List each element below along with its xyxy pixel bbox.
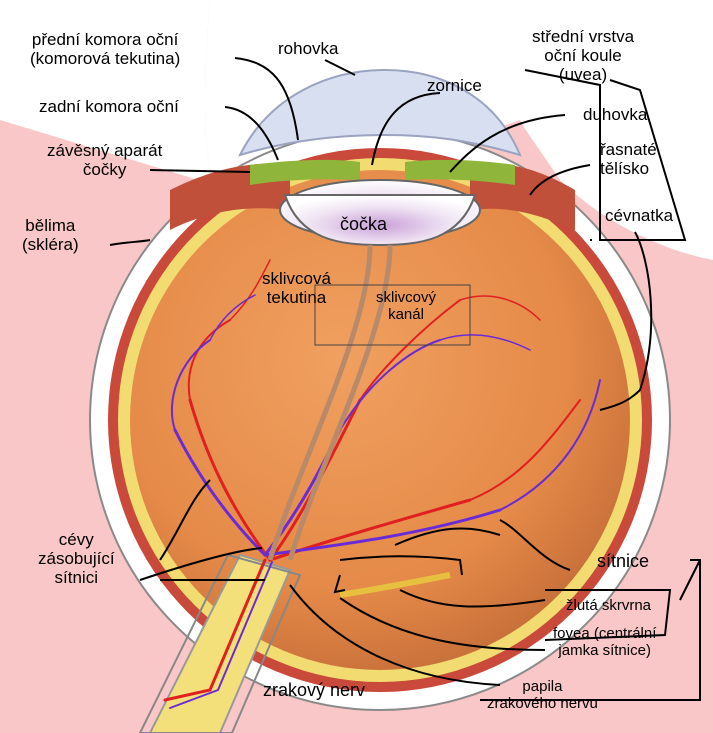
fovea-label: fovea (centrální jamka sítnice) [553, 625, 656, 659]
zonule-label: závěsný aparát čočky [47, 141, 162, 179]
ciliary-body-label: řasnaté tělísko [600, 140, 657, 178]
hyaloid-canal-label: sklivcový kanál [376, 289, 436, 323]
macula-label: žlutá skrvrna [566, 597, 651, 614]
sclera-label: bělima (skléra) [22, 216, 79, 254]
anterior-chamber-label: přední komora oční (komorová tekutina) [30, 30, 180, 68]
iris-label: duhovka [583, 105, 647, 124]
posterior-chamber-label: zadní komora oční [39, 97, 179, 116]
retinal-vessels-label: cévy zásobující sítnici [38, 530, 115, 587]
lens-label: čočka [340, 215, 387, 234]
uvea-label: střední vrstva oční koule (uvea) [532, 27, 634, 84]
choroid-label: cévnatka [605, 206, 673, 225]
cornea-label: rohovka [278, 39, 338, 58]
optic-disc-label: papila zrakového nervu [487, 678, 598, 712]
vitreous-humor-label: sklivcová tekutina [262, 269, 331, 307]
optic-nerve-label: zrakový nerv [263, 681, 365, 700]
pupil-label: zornice [427, 76, 482, 95]
retina-label: sítnice [597, 552, 649, 571]
